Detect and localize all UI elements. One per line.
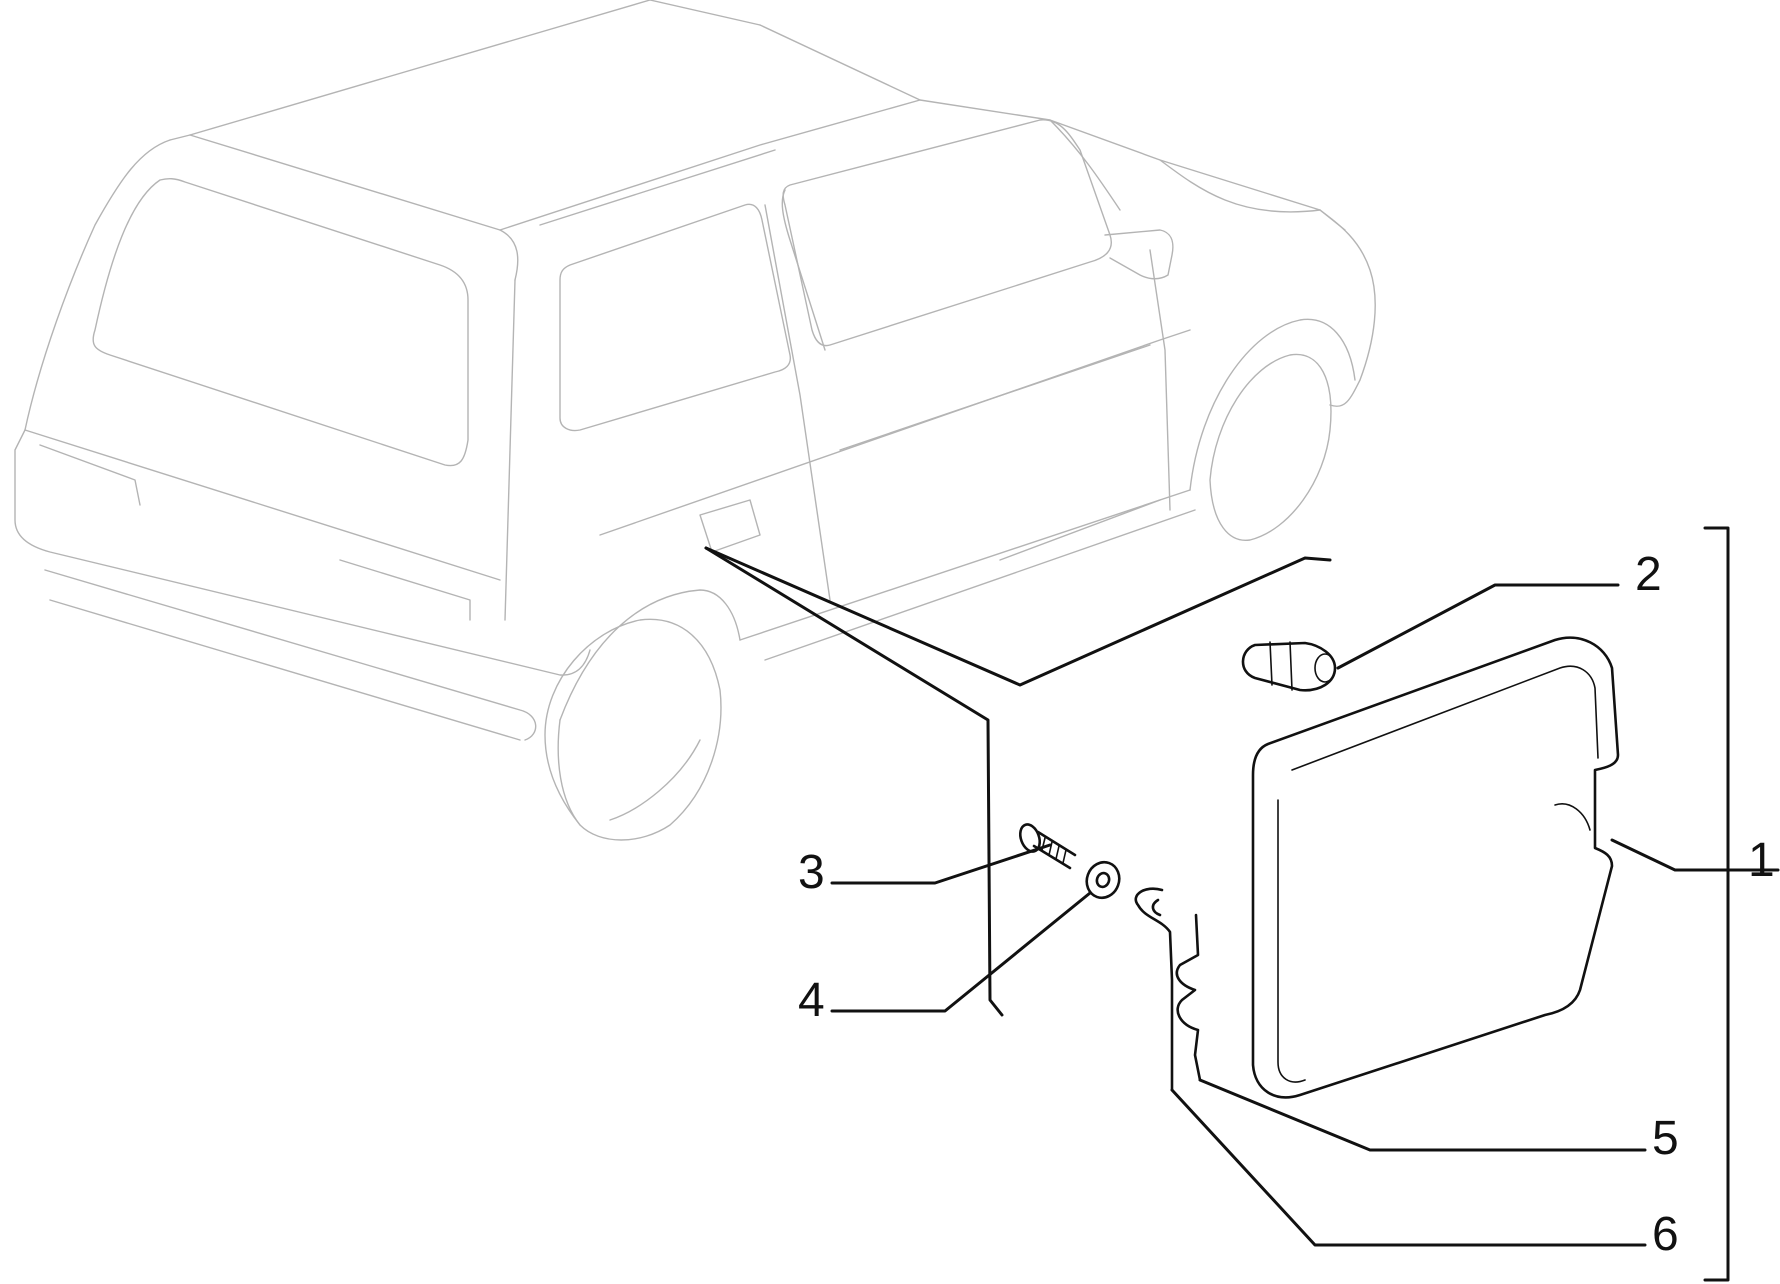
leader-1 (1610, 838, 1780, 872)
hinge-spring-part (1134, 887, 1174, 1092)
callout-6: 6 (1652, 1208, 1679, 1261)
fuel-flap-part (1251, 636, 1620, 1099)
callout-5: 5 (1652, 1112, 1679, 1165)
leader-3 (830, 843, 1052, 885)
washer-part (1085, 860, 1121, 900)
rubber-buffer-part (1241, 641, 1337, 692)
leader-car-to-bracket (704, 546, 1004, 1017)
leader-car-to-assembly (704, 546, 1332, 687)
callout-4: 4 (798, 974, 825, 1027)
leader-5 (1198, 1078, 1647, 1152)
callout-labels: 2 3 4 1 5 6 (798, 548, 1775, 1261)
callout-1: 1 (1748, 834, 1775, 887)
leader-lines (704, 526, 1780, 1282)
leader-4 (830, 891, 1092, 1013)
spring-clip-part (1175, 913, 1202, 1082)
leader-6 (1170, 1088, 1647, 1247)
car-outline (14, 0, 1376, 841)
callout-3: 3 (798, 846, 825, 899)
assembly-bracket (1703, 526, 1730, 1282)
leader-2 (1336, 583, 1620, 670)
callout-2: 2 (1635, 548, 1662, 601)
